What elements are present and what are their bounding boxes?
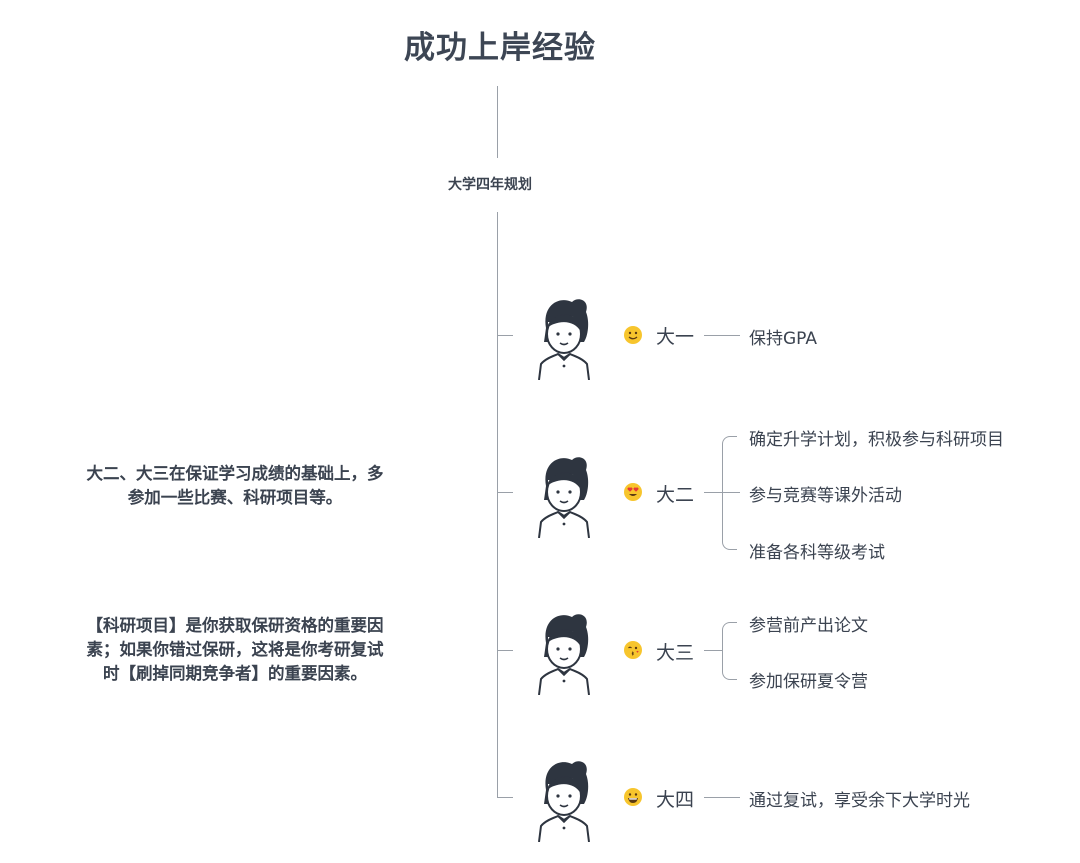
main-trunk: [497, 212, 498, 798]
trunk-branch-year4: [497, 797, 513, 798]
trunk-branch-year3: [497, 650, 513, 651]
year-label-4: 大四: [656, 789, 695, 811]
year-label-1: 大一: [656, 326, 695, 348]
note-line: 素；如果你错过保研，这将是你考研复试: [86, 640, 384, 659]
heart-eyes-face-icon: [624, 483, 642, 501]
year2-item: 参与竞赛等课外活动: [749, 486, 902, 506]
note-year2-3: 大二、大三在保证学习成绩的基础上，多 参加一些比赛、科研项目等。: [40, 462, 430, 510]
year4-item: 通过复试，享受余下大学时光: [749, 791, 970, 811]
note-research: 【科研项目】是你获取保研资格的重要因 素；如果你错过保研，这将是你考研复试 时【…: [40, 614, 430, 686]
year2-item: 准备各科等级考试: [749, 543, 885, 563]
note-line: 参加一些比赛、科研项目等。: [127, 488, 343, 507]
connector-title-root: [497, 86, 498, 158]
year3-item: 参营前产出论文: [749, 616, 868, 636]
student-avatar-icon: [538, 614, 590, 695]
kissing-wink-face-icon: [624, 641, 642, 659]
connector-year4-item: [704, 797, 740, 798]
connector-year2-item-2: [722, 492, 740, 493]
student-avatar-icon: [538, 761, 590, 842]
connector-year3-bracket: [704, 650, 722, 651]
trunk-branch-year2: [497, 492, 513, 493]
note-line: 大二、大三在保证学习成绩的基础上，多: [86, 464, 384, 483]
student-avatar-icon: [538, 457, 590, 538]
year-label-2: 大二: [656, 484, 695, 506]
year1-item: 保持GPA: [749, 329, 817, 349]
root-node: 大学四年规划: [448, 177, 532, 193]
year2-bracket: [722, 436, 737, 550]
year3-bracket: [722, 622, 737, 680]
page-title: 成功上岸经验: [404, 30, 596, 66]
trunk-branch-year1: [497, 335, 513, 336]
connector-year2-bracket: [704, 492, 722, 493]
year2-item: 确定升学计划，积极参与科研项目: [749, 430, 1004, 450]
note-line: 时【刷掉同期竞争者】的重要因素。: [103, 664, 367, 683]
connector-year1-item: [704, 335, 740, 336]
grinning-face-icon: [624, 788, 642, 806]
note-line: 【科研项目】是你获取保研资格的重要因: [86, 616, 384, 635]
year-label-3: 大三: [656, 642, 695, 664]
student-avatar-icon: [538, 299, 590, 380]
smiling-face-icon: [624, 326, 642, 344]
year3-item: 参加保研夏令营: [749, 672, 868, 692]
